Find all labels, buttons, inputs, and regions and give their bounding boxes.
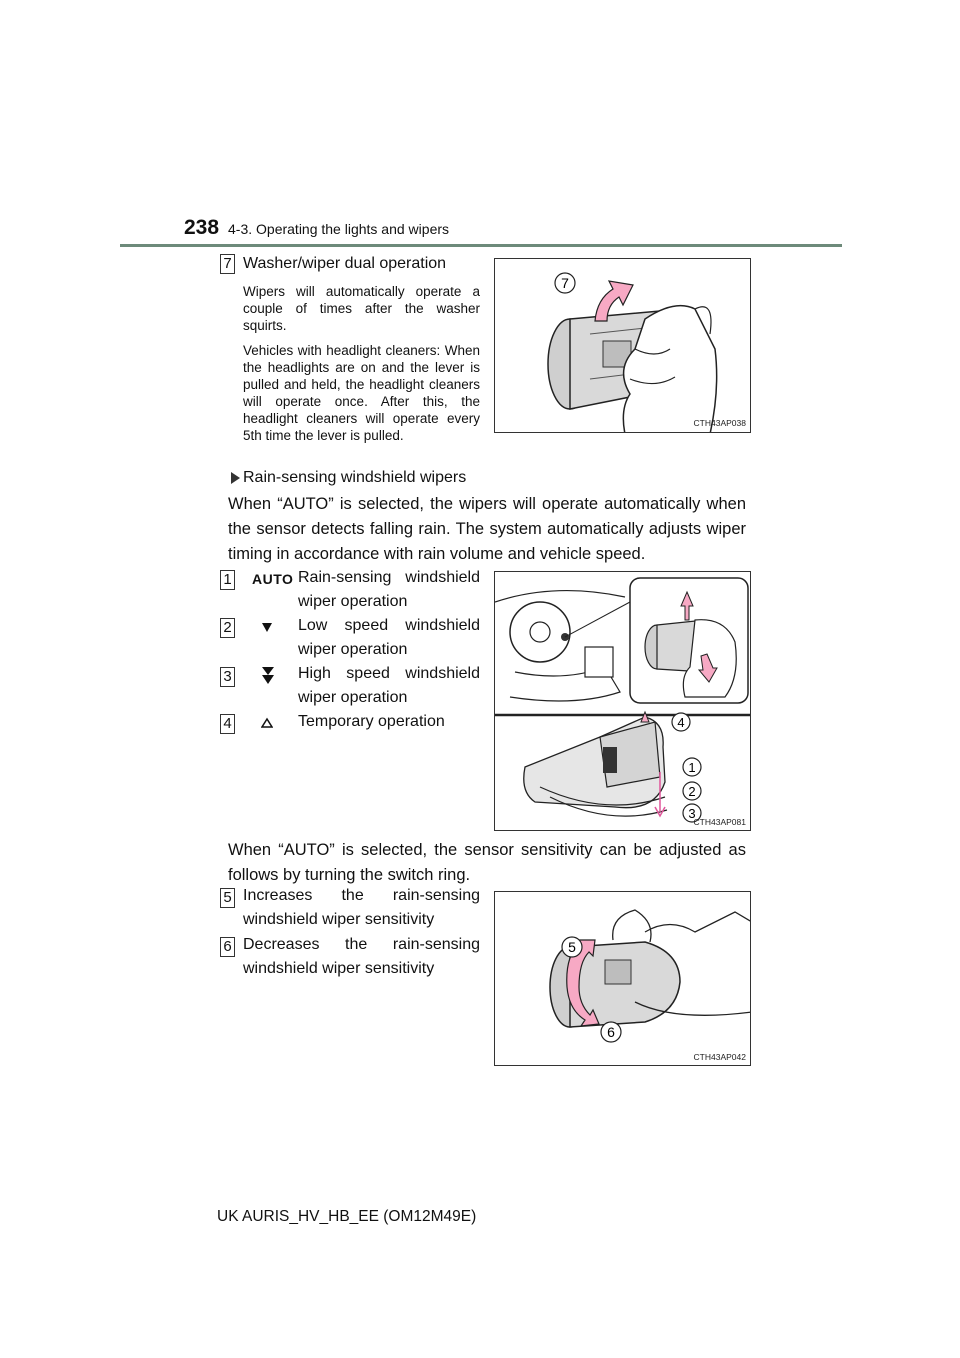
washer-heading: Washer/wiper dual operation [243, 255, 447, 272]
washer-paragraph-1: Wipers will automatically operate a coup… [243, 284, 480, 333]
low-speed-icon [262, 623, 272, 632]
page-number: 238 [184, 216, 220, 239]
washer-figure-code: CTH43AP038 [693, 418, 746, 428]
section-title: 4-3. Operating the lights and wipers [228, 221, 450, 237]
item-number-5: 5 [220, 888, 235, 908]
item-3-line-2: wiper operation [298, 689, 408, 706]
item-number-1: 1 [220, 570, 235, 590]
item-3-line-1: High speed windshield [298, 665, 480, 682]
rain-intro: When “AUTO” is selected, the wipers will… [228, 495, 746, 563]
rain-callout-1: 1 [688, 760, 695, 775]
item-number-2: 2 [220, 618, 235, 638]
item-5-line-1: Increases the rain-sensing [243, 887, 480, 904]
item-1-line-2: wiper operation [298, 593, 408, 610]
sensitivity-intro: When “AUTO” is selected, the sensor sens… [228, 841, 746, 884]
washer-callout-7: 7 [561, 275, 569, 291]
item-6-line-1: Decreases the rain-sensing [243, 936, 480, 953]
item-5-line-2: windshield wiper sensitivity [243, 911, 435, 928]
item-1-line-1: Rain-sensing windshield [298, 569, 480, 586]
item-number-6: 6 [220, 937, 235, 957]
auto-symbol: AUTO [252, 571, 294, 587]
temporary-operation-icon [261, 717, 273, 728]
item-number-7: 7 [220, 254, 235, 274]
item-4-line-1: Temporary operation [298, 713, 445, 730]
rain-callout-4: 4 [677, 715, 684, 730]
header-rule [120, 244, 842, 247]
rain-heading: Rain-sensing windshield wipers [243, 469, 467, 486]
high-speed-icon [262, 667, 274, 684]
document-id: UK AURIS_HV_HB_EE (OM12M49E) [217, 1208, 477, 1225]
rain-callout-3: 3 [688, 806, 695, 821]
item-number-4: 4 [220, 714, 235, 734]
item-6-line-2: windshield wiper sensitivity [243, 960, 435, 977]
triangle-bullet-icon [231, 472, 240, 484]
rain-figure-code: CTH43AP081 [693, 817, 746, 827]
rain-figure: 4 1 2 3 CTH43AP081 [494, 571, 751, 831]
item-2-line-1: Low speed windshield [298, 617, 480, 634]
rain-illustration: 4 1 2 3 [495, 577, 750, 823]
rain-callout-2: 2 [688, 784, 695, 799]
washer-figure: 7 CTH43AP038 [494, 258, 751, 433]
item-number-3: 3 [220, 667, 235, 687]
sensitivity-callout-6: 6 [607, 1024, 615, 1040]
item-2-line-2: wiper operation [298, 641, 408, 658]
sensitivity-figure-code: CTH43AP042 [693, 1052, 746, 1062]
washer-illustration: 7 [547, 272, 718, 432]
washer-paragraph-2: Vehicles with headlight cleaners: When t… [243, 343, 480, 443]
sensitivity-callout-5: 5 [568, 939, 576, 955]
sensitivity-figure: 5 6 CTH43AP042 [494, 891, 751, 1066]
sensitivity-illustration: 5 6 [549, 909, 750, 1043]
